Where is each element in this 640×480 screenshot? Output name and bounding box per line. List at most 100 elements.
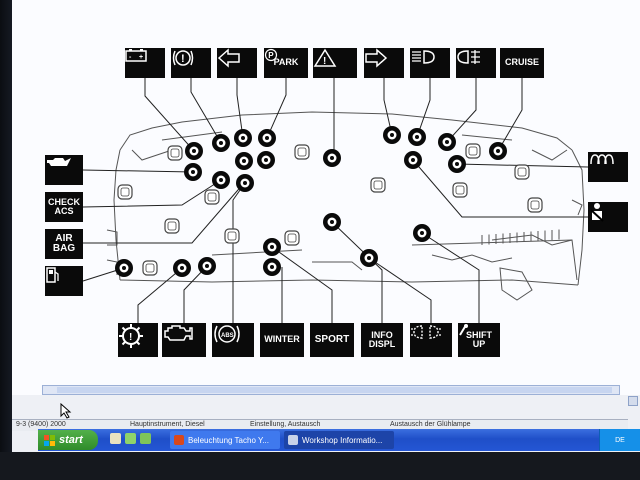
small-bulb-holder xyxy=(164,218,180,234)
bulb-socket-pin xyxy=(205,264,209,268)
scroll-corner-arrow[interactable] xyxy=(628,396,638,406)
park-brake-icon: P PARK xyxy=(264,48,308,78)
small-bulb-holder-inner xyxy=(207,192,217,202)
leader-line xyxy=(183,265,208,323)
leader-line xyxy=(236,78,244,139)
small-bulb-holder-inner xyxy=(455,185,465,195)
workshop-info-window: -+ ! P PARK ! CRUISE CH xyxy=(12,0,640,452)
start-button[interactable]: start xyxy=(38,430,98,450)
leader-line xyxy=(266,78,287,139)
headlight-icon xyxy=(410,48,450,78)
small-bulb-holder-inner xyxy=(373,180,383,190)
bulb-socket-pin xyxy=(242,159,246,163)
scrollbar-thumb[interactable] xyxy=(57,387,612,393)
small-bulb-holder-inner xyxy=(468,146,478,156)
status-task: Austausch der Glühlampe xyxy=(390,421,471,428)
bulb-socket-pin xyxy=(191,170,195,174)
small-bulb-holder xyxy=(224,228,240,244)
bulb-socket-pin xyxy=(270,245,274,249)
sport-icon: SPORT xyxy=(310,323,354,357)
bulb-socket-pin xyxy=(241,136,245,140)
bulb-socket-pin xyxy=(180,266,184,270)
small-bulb-holder-inner xyxy=(120,187,130,197)
small-bulb-holder xyxy=(284,230,300,246)
svg-text:!: ! xyxy=(129,332,132,343)
bulb-socket-pin xyxy=(265,136,269,140)
leader-line xyxy=(82,179,222,208)
check-acs-icon: CHECK ACS xyxy=(45,192,83,222)
leader-line xyxy=(137,267,183,323)
leader-line xyxy=(82,169,194,173)
glow-plug-icon xyxy=(588,152,628,182)
svg-text:+: + xyxy=(139,54,143,61)
application-icon xyxy=(288,435,298,445)
bulb-socket-pin xyxy=(367,256,371,260)
status-component: Hauptinstrument, Diesel xyxy=(130,421,205,428)
park-label: PARK xyxy=(273,57,299,68)
svg-text:P: P xyxy=(268,51,274,60)
bulb-socket-pin xyxy=(270,265,274,269)
svg-text:!: ! xyxy=(323,56,326,67)
bulb-socket-pin xyxy=(219,141,223,145)
shift-up-icon: SHIFT UP xyxy=(458,323,500,357)
small-bulb-holder-inner xyxy=(145,263,155,273)
small-bulb-holder-inner xyxy=(530,200,540,210)
svg-text:!: ! xyxy=(181,53,185,65)
instrument-cluster-diagram: -+ ! P PARK ! CRUISE CH xyxy=(12,0,640,395)
quicklaunch-desktop-icon[interactable] xyxy=(110,433,121,444)
bulb-socket-pin xyxy=(122,266,126,270)
quicklaunch-app-icon[interactable] xyxy=(125,433,136,444)
leader-line xyxy=(421,232,480,323)
small-bulb-holder-inner xyxy=(517,167,527,177)
cluster-drawing xyxy=(82,78,589,323)
monitor-bezel-bottom xyxy=(0,452,640,480)
small-bulb-holder xyxy=(527,197,543,213)
bulb-socket-pin xyxy=(243,181,247,185)
small-bulb-holder-inner xyxy=(287,233,297,243)
bulb-socket-pin xyxy=(496,149,500,153)
bulb-socket-pin xyxy=(411,158,415,162)
status-model: 9-3 (9400) 2000 xyxy=(16,421,66,428)
bulb-socket-pin xyxy=(330,156,334,160)
leader-line xyxy=(446,78,477,143)
language-indicator[interactable]: DE xyxy=(615,436,625,444)
air-bag-icon: AIR BAG xyxy=(45,229,83,259)
shift-up-label: SHIFT UP xyxy=(466,329,492,349)
taskbar: start Beleuchtung Tacho Y... Workshop In… xyxy=(38,429,640,451)
browser-icon xyxy=(174,435,184,445)
front-fog-icon xyxy=(410,323,452,357)
cruise-label: CRUISE xyxy=(504,57,539,68)
check-acs-label: CHECK ACS xyxy=(47,196,80,216)
small-bulb-holder xyxy=(465,143,481,159)
small-bulb-holder xyxy=(117,184,133,200)
small-bulb-holder xyxy=(294,144,310,160)
small-bulb-holder-inner xyxy=(167,221,177,231)
hazard-icon: ! xyxy=(313,48,357,78)
abs-icon: ABS xyxy=(212,323,254,357)
leader-line xyxy=(412,159,588,218)
status-operation: Einstellung, Austausch xyxy=(250,421,321,428)
cruise-icon: CRUISE xyxy=(500,48,544,78)
start-label: start xyxy=(59,434,83,446)
leader-line xyxy=(271,246,333,323)
bulb-socket-pin xyxy=(264,158,268,162)
leader-line xyxy=(368,257,432,323)
bulb-socket-pin xyxy=(219,178,223,182)
bulb-socket-pin xyxy=(192,149,196,153)
svg-text:ABS: ABS xyxy=(221,333,234,339)
leader-line xyxy=(383,78,393,136)
taskbar-window-workshop[interactable]: Workshop Informatio... xyxy=(284,431,394,449)
quicklaunch-app2-icon[interactable] xyxy=(140,433,151,444)
turn-right-icon xyxy=(364,48,404,78)
status-bar: 9-3 (9400) 2000 Hauptinstrument, Diesel … xyxy=(12,419,628,431)
small-bulb-holder xyxy=(452,182,468,198)
small-bulb-holder-inner xyxy=(297,147,307,157)
taskbar-window-beleuchtung[interactable]: Beleuchtung Tacho Y... xyxy=(170,431,280,449)
service-warning-icon: ! xyxy=(118,323,158,357)
winter-label: WINTER xyxy=(264,334,300,345)
leader-line xyxy=(144,78,195,152)
leader-line xyxy=(190,78,222,144)
brake-warning-icon: ! xyxy=(171,48,211,78)
horizontal-scrollbar[interactable] xyxy=(42,385,620,395)
small-bulb-holder xyxy=(370,177,386,193)
